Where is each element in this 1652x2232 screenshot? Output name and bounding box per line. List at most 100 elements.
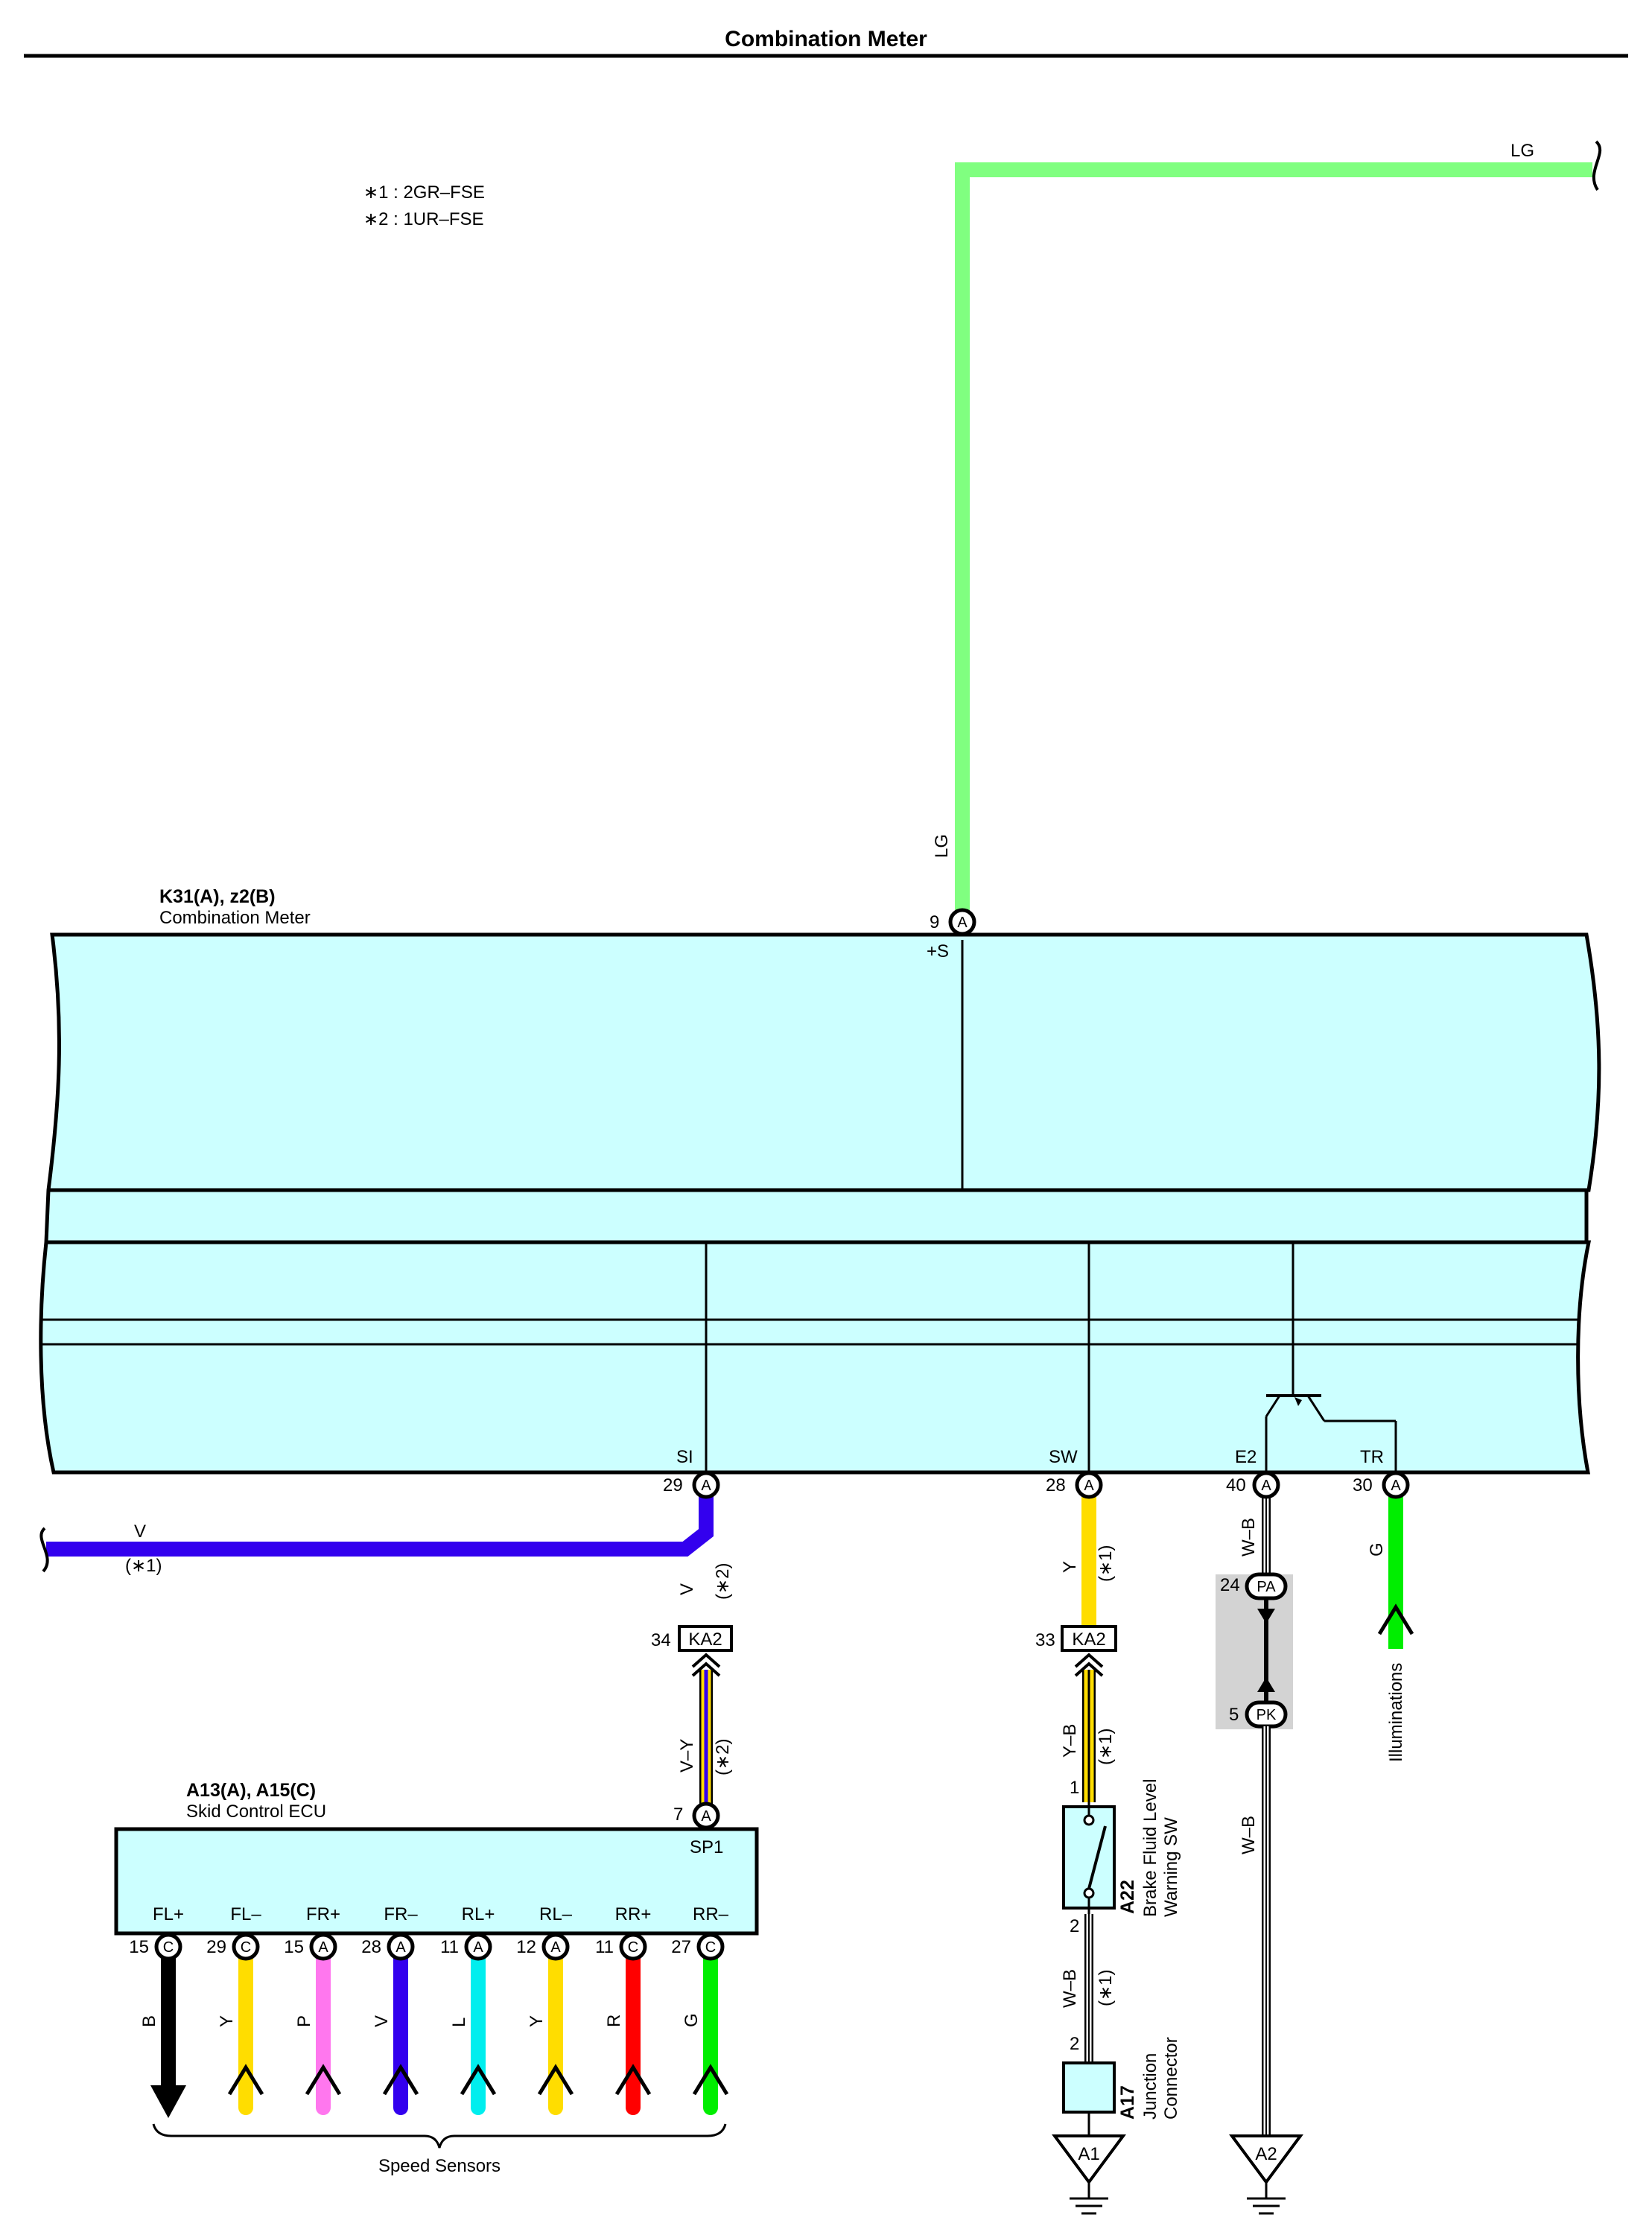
sw-conn-letter: A <box>1084 1478 1094 1494</box>
sp1-pin-number: 7 <box>673 1805 683 1825</box>
si-label: SI <box>676 1447 693 1467</box>
sw-connector[interactable] <box>1075 1471 1103 1499</box>
ground-a1-icon <box>1070 2182 1108 2215</box>
ecu-pin-connector[interactable] <box>464 1933 492 1961</box>
tr-pin-number: 30 <box>1353 1475 1373 1495</box>
ground-a2-icon <box>1247 2182 1286 2215</box>
transistor-symbol <box>1265 1394 1397 1473</box>
ecu-pin-number: 15 <box>284 1937 304 1957</box>
ka2-right-chevron-icon-2 <box>1074 1662 1104 1677</box>
vy-wire-label: V–Y <box>677 1739 697 1772</box>
sp1-connector[interactable] <box>692 1802 720 1830</box>
ka2-right-connector[interactable] <box>1061 1625 1117 1652</box>
ground-a1-triangle[interactable] <box>1052 2134 1126 2185</box>
tr-direction-icon <box>1377 1603 1414 1635</box>
ka2-left-chevron-icon-2 <box>691 1662 721 1677</box>
ecu-pin-number: 11 <box>595 1937 614 1957</box>
chevron-up-icon <box>537 2064 574 2096</box>
pk-arrow-icon <box>1257 1677 1275 1692</box>
tr-connector[interactable] <box>1382 1471 1410 1499</box>
e2-conn-letter: A <box>1261 1478 1271 1494</box>
si-connector[interactable] <box>692 1471 720 1499</box>
ecu-pin-connector[interactable] <box>619 1933 647 1961</box>
meter-id: K31(A), z2(B) <box>159 886 276 907</box>
ka2-left-connector[interactable] <box>678 1625 733 1652</box>
ecu-pin-number: 12 <box>516 1937 536 1957</box>
arrow-down-icon <box>150 2085 186 2118</box>
chevron-up-icon <box>692 2064 729 2096</box>
v-wire[interactable] <box>46 1488 714 1557</box>
ecu-conn-letter: A <box>550 1939 561 1956</box>
a17-junction-connector[interactable] <box>1062 2061 1116 2114</box>
ecu-pin-number: 15 <box>129 1937 149 1957</box>
page-title: Combination Meter <box>725 27 927 51</box>
ecu-terminal-label: RR– <box>693 1904 729 1924</box>
ka2-left-pin: 34 <box>651 1630 671 1650</box>
ecu-terminal-label: RL– <box>539 1904 573 1924</box>
ka2-left-chevron-icon <box>691 1653 721 1668</box>
chevron-up-icon <box>227 2064 264 2096</box>
sensor-wire-label: V <box>372 2015 392 2027</box>
si-wire-label: V <box>677 1583 697 1595</box>
ecu-terminal-label: FL– <box>230 1904 261 1924</box>
sensor-wire-label: R <box>604 2015 624 2027</box>
top-wire-label: LG <box>1510 141 1534 161</box>
ecu-pin-connector[interactable] <box>154 1933 182 1961</box>
skid-control-ecu-block <box>114 1827 759 1936</box>
si-conn-letter: A <box>701 1478 711 1494</box>
e2-connector[interactable] <box>1252 1471 1280 1499</box>
si-wire-note: (∗2) <box>713 1563 733 1600</box>
ecu-conn-letter: A <box>473 1939 483 1956</box>
chevron-up-icon <box>460 2064 497 2096</box>
ground-a1-label: A1 <box>1078 2144 1099 2164</box>
lg-wire-break-mark <box>1592 140 1602 191</box>
sw-wire-label: Y <box>1060 1561 1080 1573</box>
chevron-up-icon <box>382 2064 419 2096</box>
speed-sensors-label: Speed Sensors <box>378 2156 501 2176</box>
ecu-pin-connector[interactable] <box>387 1933 415 1961</box>
ground-a2-triangle[interactable] <box>1229 2134 1303 2185</box>
sw-wire-note: (∗1) <box>1096 1545 1116 1582</box>
ecu-id: A13(A), A15(C) <box>186 1780 316 1801</box>
sensor-wire-label: Y <box>217 2015 237 2027</box>
ecu-pin-connector[interactable] <box>541 1933 570 1961</box>
wb-wire-a17-note: (∗1) <box>1096 1970 1116 2006</box>
ecu-terminal-label: RL+ <box>462 1904 495 1924</box>
tr-wire-label: G <box>1367 1542 1387 1557</box>
wb-wire-a17-label: W–B <box>1060 1969 1080 2008</box>
plus-s-label: +S <box>927 941 949 961</box>
plus-s-pin-number: 9 <box>930 912 939 932</box>
ka2-right-name: KA2 <box>1072 1630 1105 1650</box>
pa-arrow-icon <box>1257 1609 1275 1624</box>
lg-wire-label: LG <box>932 834 952 858</box>
v-wire-note: (∗1) <box>125 1556 162 1576</box>
e2-label: E2 <box>1235 1447 1257 1467</box>
ecu-conn-letter: C <box>241 1939 251 1956</box>
sensor-wire-label: B <box>139 2015 159 2027</box>
ecu-conn-letter: C <box>163 1939 174 1956</box>
brake-sw-name-1: Brake Fluid Level <box>1140 1779 1160 1917</box>
ecu-conn-letter: C <box>628 1939 638 1956</box>
a17-name-2: Connector <box>1161 2037 1181 2120</box>
e2-wire-label: W–B <box>1239 1518 1259 1557</box>
ecu-pin-connector[interactable] <box>232 1933 260 1961</box>
lg-wire[interactable] <box>955 162 1592 921</box>
ecu-pin-number: 28 <box>361 1937 381 1957</box>
plus-s-connector[interactable] <box>948 908 976 936</box>
ground-a2-label: A2 <box>1255 2144 1277 2164</box>
ecu-terminal-label: FL+ <box>153 1904 184 1924</box>
sp1-label: SP1 <box>690 1837 723 1857</box>
tr-label: TR <box>1360 1447 1384 1467</box>
ecu-terminal-label: FR+ <box>306 1904 340 1924</box>
e2-pin-number: 40 <box>1226 1475 1246 1495</box>
ecu-pin-connector[interactable] <box>309 1933 337 1961</box>
ecu-name: Skid Control ECU <box>186 1802 326 1822</box>
si-pin-number: 29 <box>663 1475 683 1495</box>
pa-connector[interactable] <box>1245 1572 1288 1600</box>
pk-pin: 5 <box>1229 1705 1239 1725</box>
sensor-wire-label: Y <box>527 2015 547 2027</box>
v-wire-label: V <box>134 1522 146 1542</box>
e2-lower-wire-label: W–B <box>1239 1816 1259 1854</box>
ecu-pin-connector[interactable] <box>696 1933 725 1961</box>
